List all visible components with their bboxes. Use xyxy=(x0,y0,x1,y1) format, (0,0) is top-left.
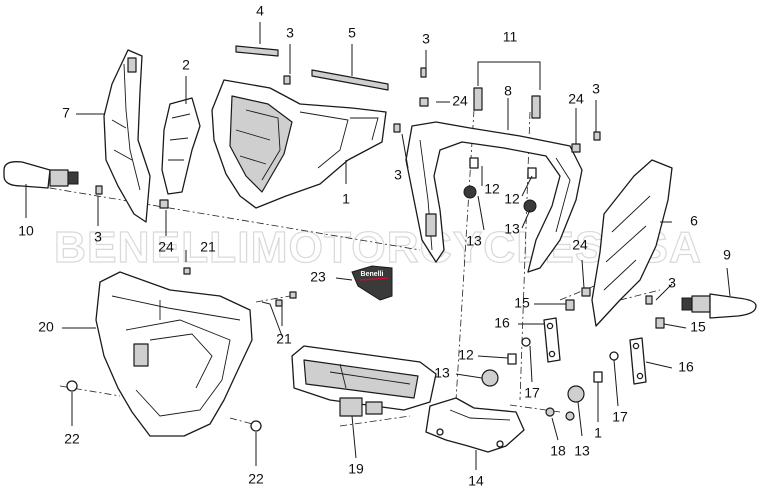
callout-16: 16 xyxy=(494,315,510,331)
callout-24: 24 xyxy=(158,239,174,255)
lower-bracket xyxy=(425,397,525,453)
callout-4: 4 xyxy=(256,3,264,19)
emblem-text: Benelli xyxy=(361,271,384,278)
side-bracket-left xyxy=(543,317,561,363)
callout-21: 21 xyxy=(276,331,292,347)
callout-3: 3 xyxy=(286,25,294,41)
headlight-housing xyxy=(95,271,253,437)
callout-3: 3 xyxy=(422,31,430,47)
left-side-cover xyxy=(103,49,151,223)
instrument-cluster xyxy=(291,345,437,417)
callout-2: 2 xyxy=(182,57,190,73)
callout-12: 12 xyxy=(458,347,474,363)
callout-13: 13 xyxy=(504,221,520,237)
callout-1: 1 xyxy=(342,191,350,207)
callout-8: 8 xyxy=(504,83,512,99)
callout-10: 10 xyxy=(18,223,34,239)
callout-24: 24 xyxy=(568,91,584,107)
callout-13: 13 xyxy=(434,365,450,381)
callout-11: 11 xyxy=(503,29,518,45)
hardware xyxy=(66,67,665,432)
callout-13: 13 xyxy=(466,233,482,249)
callout-3: 3 xyxy=(394,167,402,183)
headlight-unit xyxy=(211,79,387,209)
callout-labels: 4 3 5 2 7 3 24 8 11 24 3 3 1 12 13 12 13… xyxy=(18,3,731,489)
callout-15: 15 xyxy=(690,319,706,335)
callout-15: 15 xyxy=(514,295,530,311)
callout-17: 17 xyxy=(612,409,628,425)
callout-19: 19 xyxy=(348,461,364,477)
right-side-cover xyxy=(591,159,673,327)
callout-14: 14 xyxy=(468,473,484,489)
callout-23: 23 xyxy=(310,269,326,285)
mount-frame xyxy=(405,121,583,273)
callout-18: 18 xyxy=(550,443,566,459)
leader-lines xyxy=(25,22,731,470)
small-bracket xyxy=(161,97,201,195)
callout-6: 6 xyxy=(690,213,698,229)
emblem-badge: Benelli xyxy=(351,265,393,301)
callout-9: 9 xyxy=(723,247,731,263)
callout-3: 3 xyxy=(94,229,102,245)
rod-part-4 xyxy=(235,45,279,57)
callout-5: 5 xyxy=(348,25,356,41)
callout-3: 3 xyxy=(668,275,676,291)
callout-17: 17 xyxy=(524,385,540,401)
callout-12: 12 xyxy=(504,191,520,207)
rod-part-5 xyxy=(311,69,389,91)
watermark: BENELLIMOTORCYCLESUSA xyxy=(54,223,702,272)
callout-20: 20 xyxy=(38,319,54,335)
callout-16: 16 xyxy=(678,359,694,375)
side-bracket-right xyxy=(629,337,647,385)
callout-7: 7 xyxy=(62,105,70,121)
callout-3: 3 xyxy=(592,81,600,97)
callout-21: 21 xyxy=(200,239,216,255)
callout-24: 24 xyxy=(572,237,588,253)
callout-22: 22 xyxy=(64,431,80,447)
callout-1: 1 xyxy=(594,425,602,441)
left-turn-signal xyxy=(3,161,79,189)
callout-22: 22 xyxy=(248,471,264,487)
callout-12: 12 xyxy=(484,181,500,197)
callout-13: 13 xyxy=(574,443,590,459)
right-turn-signal xyxy=(681,293,757,319)
callout-24: 24 xyxy=(452,93,468,109)
